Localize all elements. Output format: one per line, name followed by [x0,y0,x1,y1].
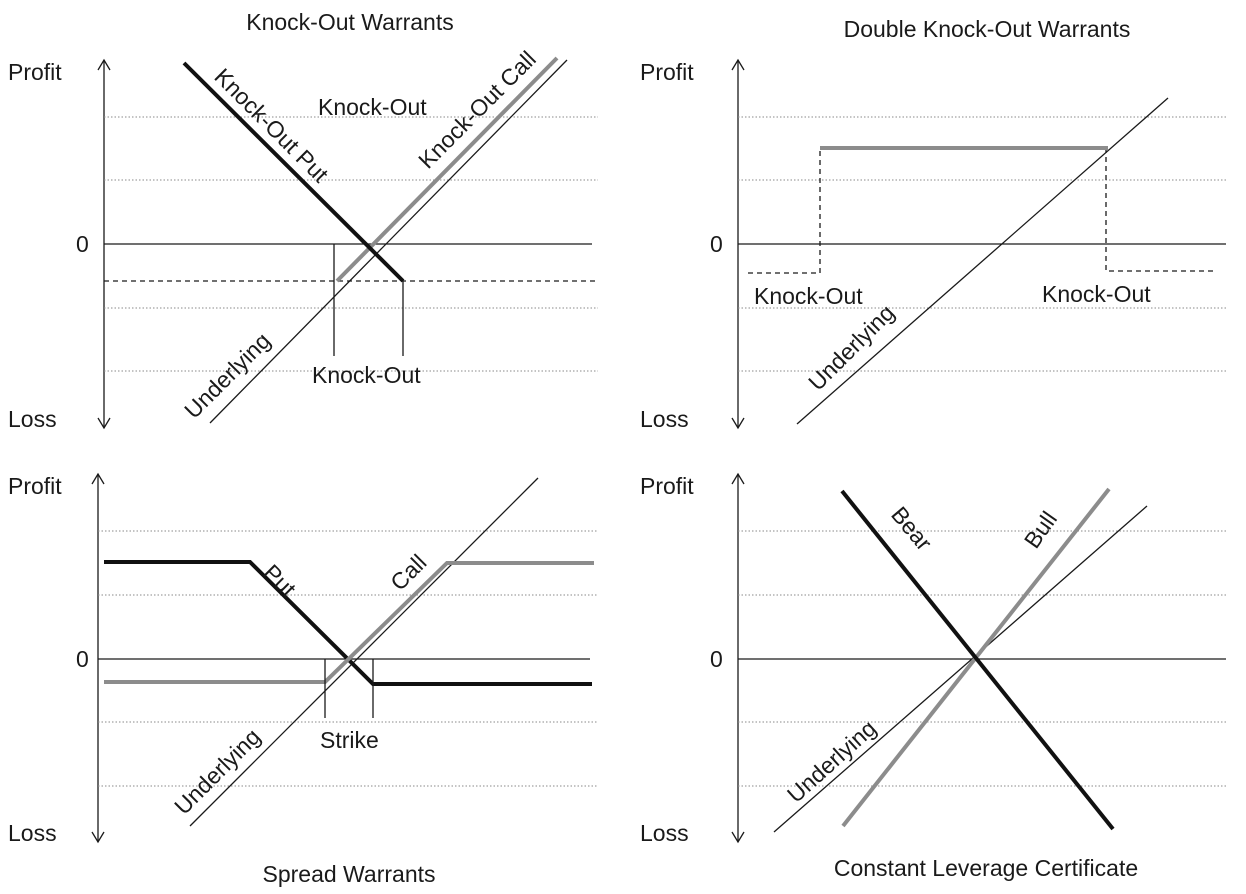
knock-out-put-line [182,61,405,283]
zero-label: 0 [710,646,723,672]
right-knock-out-label: Knock-Out [1042,281,1151,307]
profit-label: Profit [8,473,62,499]
left-knock-out-label: Knock-Out [754,283,863,309]
vertical-axis-arrow [91,472,105,844]
zero-label: 0 [710,231,723,257]
bear-line [840,489,1115,831]
underlying-line [773,505,1148,833]
bear-label: Bear [886,502,937,556]
panel-title-double-knock-out-warrants: Double Knock-Out Warrants [844,16,1131,42]
zero-label: 0 [76,231,89,257]
knock-out-bottom-label: Knock-Out [312,362,421,388]
loss-label: Loss [640,406,689,432]
loss-label: Loss [640,820,689,846]
panel-spread-warrants: Spread Warrants Profit 0 Loss Put Call S… [8,472,598,887]
put-payoff-line [104,560,592,686]
knock-out-call-line [335,56,559,283]
underlying-line [209,59,568,424]
knock-out-top-label: Knock-Out [318,94,427,120]
panel-constant-leverage-certificate: Constant Leverage Certificate Profit 0 L… [640,472,1228,881]
zero-label: 0 [76,646,89,672]
call-payoff-line [104,561,594,684]
underlying-label: Underlying [169,723,265,819]
call-label: Call [385,549,431,595]
panel-title-knock-out-warrants: Knock-Out Warrants [246,9,453,35]
underlying-line [189,477,539,827]
profit-label: Profit [640,473,694,499]
gridlines [738,530,1228,787]
left-knock-out-step [748,148,821,274]
panel-title-spread-warrants: Spread Warrants [263,861,436,887]
bull-label: Bull [1019,507,1062,553]
put-label: Put [258,559,301,602]
gridlines [98,530,598,787]
knock-out-put-label: Knock-Out Put [209,63,334,188]
profit-label: Profit [8,59,62,85]
loss-label: Loss [8,820,57,846]
underlying-label: Underlying [179,327,275,423]
panel-knock-out-warrants: Knock-Out Warrants Profit 0 Loss Knock-O… [8,9,598,432]
panel-title-constant-leverage-certificate: Constant Leverage Certificate [834,855,1138,881]
vertical-axis-arrow [731,472,745,844]
right-knock-out-step [1105,148,1213,272]
loss-label: Loss [8,406,57,432]
profit-label: Profit [640,59,694,85]
knock-out-call-label: Knock-Out Call [413,46,541,174]
panel-double-knock-out-warrants: Double Knock-Out Warrants Profit 0 Loss … [640,16,1228,432]
strike-label: Strike [320,727,379,753]
